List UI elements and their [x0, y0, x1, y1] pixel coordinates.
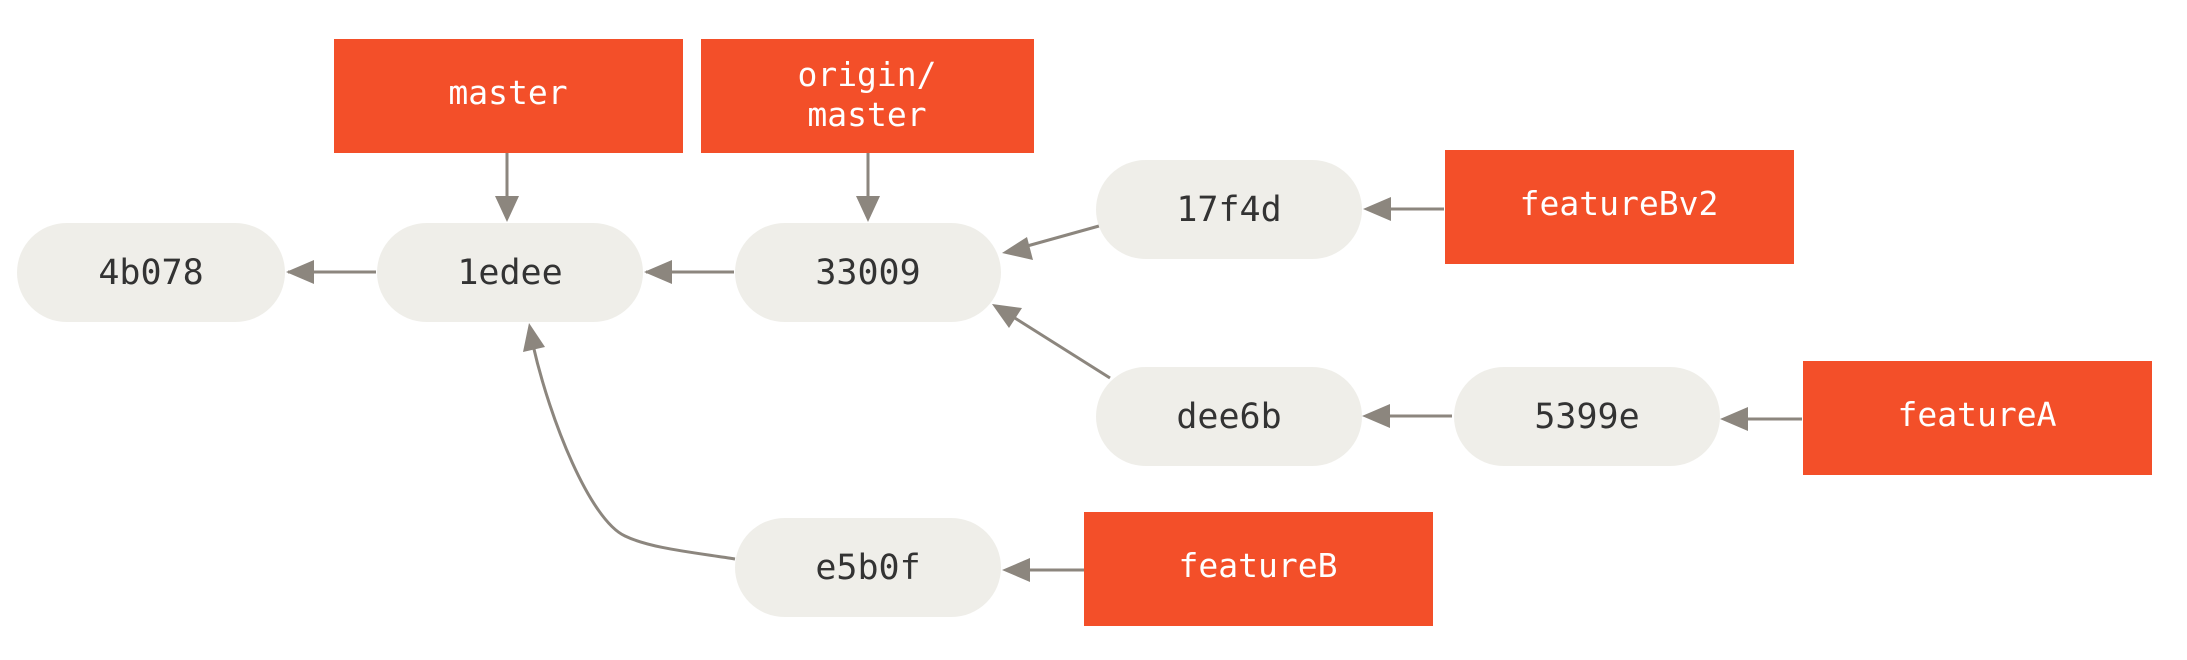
arrowhead-4b078 — [286, 260, 314, 284]
commit-4b078-label: 4b078 — [98, 253, 203, 293]
branch-origin-master: origin/ master — [701, 39, 1034, 153]
arrowhead-1edee — [644, 260, 672, 284]
commit-17f4d-label: 17f4d — [1176, 190, 1281, 230]
arrowhead-dee6b — [1362, 404, 1390, 428]
branch-featureA: featureA — [1803, 361, 2152, 475]
edge-17f4d-to-33009 — [1019, 224, 1100, 250]
commit-dee6b: dee6b — [1096, 367, 1362, 466]
commit-33009-label: 33009 — [815, 253, 920, 293]
commit-5399e: 5399e — [1454, 367, 1720, 466]
commit-17f4d: 17f4d — [1096, 160, 1362, 259]
commit-e5b0f-label: e5b0f — [815, 548, 920, 588]
edge-dee6b-to-33009 — [1009, 313, 1111, 380]
branch-featureB: featureB — [1084, 512, 1433, 626]
connectors — [286, 153, 1802, 582]
commit-dee6b-label: dee6b — [1176, 397, 1281, 437]
arrowhead-1edee-master — [495, 196, 519, 222]
commit-4b078: 4b078 — [17, 223, 285, 322]
branch-origin-master-line1: origin/ — [797, 55, 936, 94]
arrowhead-1edee-curve — [523, 323, 545, 352]
arrowhead-17f4d — [1363, 197, 1391, 221]
arrowhead-33009-b — [992, 304, 1022, 328]
commit-1edee-label: 1edee — [457, 253, 562, 293]
arrowhead-33009-origin — [856, 196, 880, 222]
branch-featureA-label: featureA — [1898, 395, 2057, 434]
branch-master-label: master — [448, 73, 567, 112]
branch-master: master — [334, 39, 683, 153]
edge-e5b0f-to-1edee — [531, 344, 736, 561]
commit-5399e-label: 5399e — [1534, 397, 1639, 437]
branch-origin-master-line2: master — [807, 95, 926, 134]
commit-33009: 33009 — [735, 223, 1001, 322]
arrowhead-5399e — [1720, 407, 1748, 431]
branch-featureB-label: featureB — [1179, 546, 1338, 585]
branch-featureBv2: featureBv2 — [1445, 150, 1794, 264]
arrowhead-e5b0f — [1002, 558, 1030, 582]
commit-e5b0f: e5b0f — [735, 518, 1001, 617]
branch-featureBv2-label: featureBv2 — [1520, 184, 1719, 223]
arrowhead-33009-a — [1002, 237, 1033, 260]
commit-1edee: 1edee — [377, 223, 643, 322]
